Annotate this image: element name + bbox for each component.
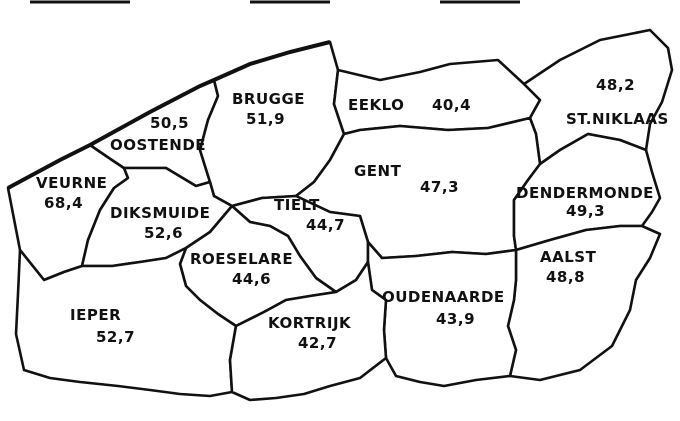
- region-dendermonde-label: DENDERMONDE: [516, 184, 654, 202]
- region-kortrijk-value: 42,7: [298, 334, 337, 352]
- region-gent-value: 47,3: [420, 178, 459, 196]
- region-diksmuide-label: DIKSMUIDE: [110, 204, 210, 222]
- region-roeselare-label: ROESELARE: [190, 250, 293, 268]
- region-oudenaarde-value: 43,9: [436, 310, 475, 328]
- region-eeklo-label: EEKLO: [348, 96, 404, 114]
- region-kortrijk: [228, 260, 388, 402]
- region-eeklo-value: 40,4: [432, 96, 471, 114]
- region-ieper-value: 52,7: [96, 328, 135, 346]
- coastline: [7, 40, 331, 190]
- region-brugge-label: BRUGGE: [232, 90, 305, 108]
- region-tielt-label: TIELT: [274, 196, 320, 214]
- region-dendermonde-value: 49,3: [566, 202, 605, 220]
- region-oudenaarde-label: OUDENAARDE: [382, 288, 505, 306]
- region-diksmuide-value: 52,6: [144, 224, 183, 242]
- region-stniklaas-label: ST.NIKLAAS: [566, 110, 669, 128]
- region-aalst-label: AALST: [540, 248, 597, 266]
- region-tielt-value: 44,7: [306, 216, 345, 234]
- region-gent-label: GENT: [354, 162, 402, 180]
- region-aalst-value: 48,8: [546, 268, 585, 286]
- region-oostende-label: OOSTENDE: [110, 136, 206, 154]
- region-brugge-value: 51,9: [246, 110, 285, 128]
- region-veurne-label: VEURNE: [36, 174, 107, 192]
- region-stniklaas-value: 48,2: [596, 76, 635, 94]
- region-kortrijk-label: KORTRIJK: [268, 314, 352, 332]
- region-veurne-value: 68,4: [44, 194, 83, 212]
- region-roeselare-value: 44,6: [232, 270, 271, 288]
- region-oostende-value: 50,5: [150, 114, 189, 132]
- region-ieper-label: IEPER: [70, 306, 121, 324]
